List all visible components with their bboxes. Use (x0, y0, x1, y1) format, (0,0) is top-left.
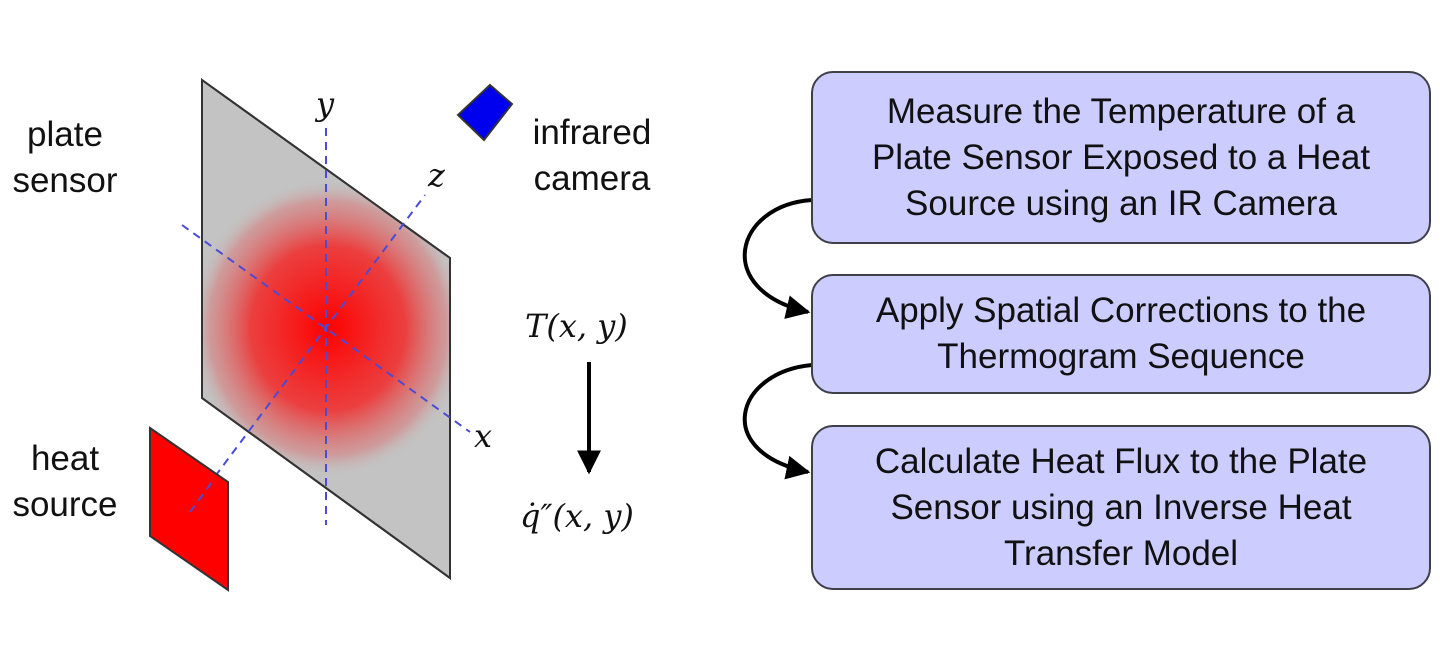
hotspot-gradient (202, 178, 450, 478)
x-axis-label: x (474, 417, 493, 455)
flow-arrow-2 (742, 363, 813, 480)
flow-step-calculate: Calculate Heat Flux to the Plate Sensor … (811, 425, 1431, 590)
flow-step-corrections: Apply Spatial Corrections to the Thermog… (811, 274, 1431, 394)
heat-flux-equation: q̇″(x, y) (520, 497, 634, 535)
heat-source-label: heat source (12, 439, 118, 524)
heat-source (149, 426, 229, 592)
y-axis-label: y (316, 85, 335, 123)
infrared-camera-label: infrared camera (532, 113, 652, 198)
plate-sensor-label: plate sensor (12, 115, 118, 200)
z-axis-line (189, 194, 426, 511)
flow-step-measure: Measure the Temperature of a Plate Senso… (811, 71, 1431, 244)
x-axis-line (181, 224, 471, 433)
infrared-camera (456, 83, 514, 142)
temperature-equation: T(x, y) (525, 307, 628, 345)
flow-arrow-1 (742, 198, 813, 319)
z-axis-label: z (428, 156, 445, 194)
